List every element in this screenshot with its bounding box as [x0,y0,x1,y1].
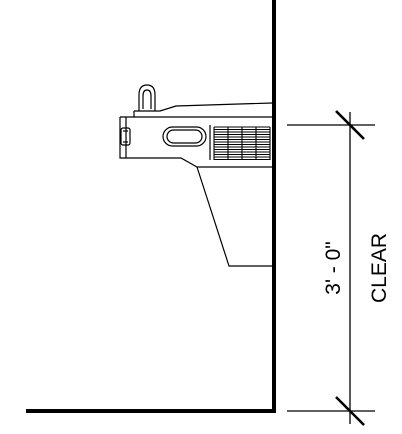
dimension-value-text: 3' - 0" [322,241,345,294]
basin-top [134,102,273,112]
front-panel-outer [162,126,207,147]
tick-mark-bottom [335,396,365,426]
support-bracket [196,166,272,267]
tick-mark-top [335,110,365,140]
dimension-note-text: CLEAR [368,233,391,303]
bubbler-inner [142,89,152,109]
unit-body [119,117,272,168]
front-panel-inner [166,129,203,144]
cooler-grille [213,126,271,161]
clearance-dimension [287,110,375,426]
bubbler-outer [138,84,156,111]
drinking-fountain [119,84,273,168]
push-button [120,127,131,146]
